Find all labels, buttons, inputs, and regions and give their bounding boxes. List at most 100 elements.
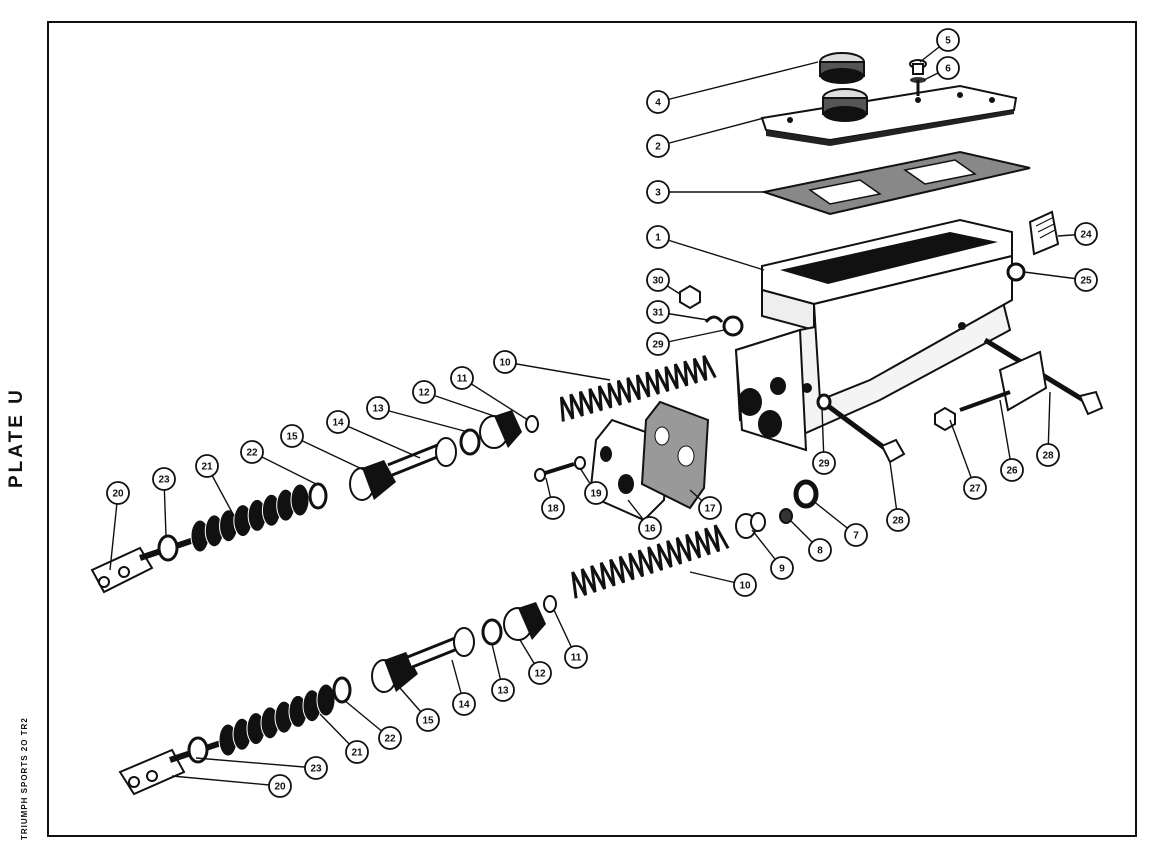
callout-circle — [808, 538, 832, 562]
callout-label: 11 — [457, 374, 468, 385]
callout-c11b: 11 — [564, 645, 588, 669]
callout-label: 14 — [458, 700, 470, 711]
callout-c9: 9 — [770, 556, 794, 580]
callout-circle — [152, 467, 176, 491]
callout-circle — [1000, 458, 1024, 482]
callout-c21a: 21 — [195, 454, 219, 478]
callout-circle — [240, 440, 264, 464]
callout-label: 13 — [497, 686, 509, 697]
leader-line — [251, 451, 317, 485]
callout-c23b: 23 — [304, 756, 328, 780]
callout-circle — [412, 380, 436, 404]
callout-label: 29 — [818, 459, 830, 470]
callout-c28b: 28 — [1036, 443, 1060, 467]
callout-label: 11 — [571, 653, 582, 664]
callout-c13b: 13 — [491, 678, 515, 702]
callout-c18: 18 — [541, 496, 565, 520]
end-gasket — [640, 400, 710, 510]
callout-circle — [646, 332, 670, 356]
callout-circle — [491, 678, 515, 702]
callout-label: 22 — [384, 734, 396, 745]
callout-label: 1 — [655, 233, 661, 244]
callout-c4: 4 — [646, 90, 670, 114]
callout-label: 26 — [1006, 466, 1018, 477]
callout-c28a: 28 — [886, 508, 910, 532]
leader-line — [657, 236, 765, 271]
callout-label: 7 — [853, 531, 859, 542]
callout-circle — [936, 28, 960, 52]
leader-line — [423, 391, 495, 417]
valve-parts — [735, 479, 819, 539]
callout-label: 12 — [418, 388, 430, 399]
outlet-adaptor — [1006, 210, 1060, 282]
callout-c31: 31 — [646, 300, 670, 324]
callout-circle — [1074, 268, 1098, 292]
callout-label: 6 — [945, 64, 951, 75]
return-spring-lower — [571, 524, 730, 599]
callout-label: 25 — [1080, 276, 1092, 287]
leader-line — [461, 377, 529, 421]
callout-circle — [106, 481, 130, 505]
callout-c26: 26 — [1000, 458, 1024, 482]
callout-label: 9 — [779, 564, 785, 575]
callout-label: 12 — [534, 669, 546, 680]
callout-label: 5 — [945, 36, 951, 47]
callout-c7: 7 — [844, 523, 868, 547]
callout-label: 10 — [499, 358, 511, 369]
leader-line — [171, 775, 281, 787]
callout-circle — [452, 692, 476, 716]
callout-circle — [195, 454, 219, 478]
callout-c29b: 29 — [646, 332, 670, 356]
callout-c24: 24 — [1074, 222, 1098, 246]
callout-c25: 25 — [1074, 268, 1098, 292]
callout-label: 22 — [246, 448, 258, 459]
callout-c30: 30 — [646, 268, 670, 292]
callout-label: 31 — [652, 308, 664, 319]
callout-c5: 5 — [936, 28, 960, 52]
callout-label: 23 — [310, 764, 322, 775]
filler-cap — [819, 52, 868, 122]
callout-label: 29 — [652, 340, 664, 351]
callout-circle — [268, 774, 292, 798]
leader-line — [337, 421, 421, 459]
callout-label: 21 — [201, 462, 213, 473]
push-rod-lower — [118, 595, 557, 796]
callout-circle — [304, 756, 328, 780]
callout-label: 23 — [158, 475, 170, 486]
callout-c1: 1 — [646, 225, 670, 249]
callout-circle — [280, 424, 304, 448]
callout-c14b: 14 — [452, 692, 476, 716]
leader-line — [195, 757, 317, 769]
callout-c14a: 14 — [326, 410, 350, 434]
callout-circle — [886, 508, 910, 532]
callout-circle — [584, 481, 608, 505]
callout-c11a: 11 — [450, 366, 474, 390]
callout-label: 13 — [372, 404, 384, 415]
callout-circle — [963, 476, 987, 500]
callout-c19: 19 — [584, 481, 608, 505]
callout-c6: 6 — [936, 56, 960, 80]
callout-circle — [493, 350, 517, 374]
callout-label: 2 — [655, 142, 661, 153]
callout-c16: 16 — [638, 516, 662, 540]
callout-c15b: 15 — [416, 708, 440, 732]
callout-c2: 2 — [646, 134, 670, 158]
callout-circle — [564, 645, 588, 669]
leader-line — [377, 407, 469, 433]
callout-c23a: 23 — [152, 467, 176, 491]
callout-c22a: 22 — [240, 440, 264, 464]
callout-c27: 27 — [963, 476, 987, 500]
callout-label: 8 — [817, 546, 823, 557]
callout-circle — [646, 180, 670, 204]
callout-circle — [698, 496, 722, 520]
callout-circle — [378, 726, 402, 750]
leader-line — [949, 419, 976, 489]
callout-c10a: 10 — [493, 350, 517, 374]
callout-label: 20 — [274, 782, 286, 793]
callout-circle — [1036, 443, 1060, 467]
callout-c22b: 22 — [378, 726, 402, 750]
callout-c12a: 12 — [412, 380, 436, 404]
callout-circle — [450, 366, 474, 390]
callout-circle — [936, 56, 960, 80]
frame-border — [47, 21, 1137, 837]
